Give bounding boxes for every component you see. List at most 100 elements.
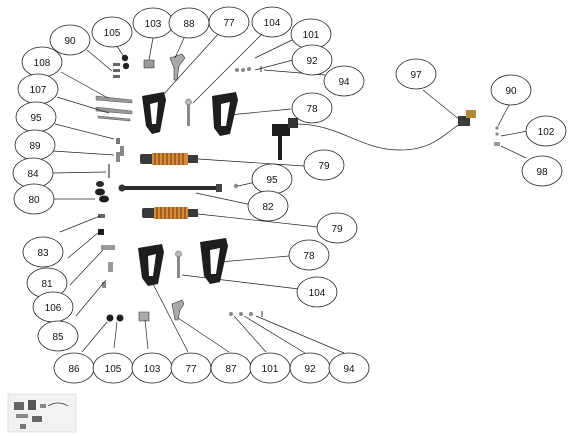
- part-105-bushing-top: [121, 54, 129, 62]
- callout-89: 89: [14, 129, 56, 161]
- part-95-89-84-small-parts: [108, 138, 124, 178]
- callouts: 90 105 103 88 77 104 101 92 94 108 107 9…: [12, 6, 567, 384]
- svg-text:79: 79: [331, 224, 343, 235]
- callout-97: 97: [395, 58, 437, 90]
- callout-87: 87: [210, 352, 252, 384]
- callout-79-mid: 79: [316, 212, 358, 244]
- callout-108: 108: [21, 46, 63, 78]
- part-bottom-hardware: [106, 299, 263, 322]
- callout-77-top: 77: [208, 6, 250, 38]
- callout-82: 82: [247, 190, 289, 222]
- part-104-bolt-bottom: [177, 254, 180, 278]
- callout-85: 85: [37, 320, 79, 352]
- svg-text:92: 92: [306, 56, 318, 67]
- svg-text:97: 97: [410, 70, 422, 81]
- svg-text:103: 103: [145, 19, 162, 30]
- callout-101-top: 101: [290, 18, 332, 50]
- callout-105-top: 105: [91, 16, 133, 48]
- part-83-81-106-small-parts: [98, 214, 115, 288]
- svg-text:79: 79: [318, 161, 330, 172]
- svg-text:90: 90: [64, 36, 76, 47]
- callout-90-top: 90: [49, 24, 91, 56]
- part-78-swing-arm-bottom: [200, 238, 228, 284]
- svg-text:106: 106: [45, 303, 62, 314]
- svg-text:102: 102: [538, 127, 555, 138]
- callout-78-mid: 78: [288, 239, 330, 271]
- svg-text:104: 104: [309, 288, 326, 299]
- svg-text:101: 101: [262, 364, 279, 375]
- callout-80: 80: [13, 183, 55, 215]
- callout-92-top: 92: [291, 44, 333, 76]
- svg-text:104: 104: [264, 18, 281, 29]
- part-88-brake-lever-bracket: [169, 53, 186, 81]
- callout-95-left: 95: [15, 101, 57, 133]
- svg-text:95: 95: [266, 175, 278, 186]
- svg-text:85: 85: [52, 332, 64, 343]
- part-90-102-98-hardware-right: [494, 126, 500, 146]
- callout-104-top: 104: [251, 6, 293, 38]
- svg-text:87: 87: [225, 364, 237, 375]
- part-79-shock-absorber-bottom: [142, 207, 198, 219]
- svg-text:88: 88: [183, 19, 195, 30]
- svg-text:83: 83: [37, 248, 49, 259]
- part-108-long-bolts: [95, 95, 133, 122]
- part-80-nuts: [95, 181, 109, 203]
- part-78-swing-arm-top: [212, 92, 238, 136]
- svg-text:92: 92: [304, 364, 316, 375]
- svg-text:94: 94: [338, 77, 350, 88]
- callout-94-top: 94: [323, 65, 365, 97]
- svg-text:80: 80: [28, 195, 40, 206]
- callout-92-bottom: 92: [289, 352, 331, 384]
- callout-103-top: 103: [132, 7, 174, 39]
- svg-text:98: 98: [536, 167, 548, 178]
- svg-text:103: 103: [144, 364, 161, 375]
- callout-104-mid: 104: [296, 276, 338, 308]
- svg-text:82: 82: [262, 202, 274, 213]
- svg-text:89: 89: [29, 141, 41, 152]
- part-77-swing-arm-bottom: [138, 244, 164, 286]
- leader-lines: [51, 31, 529, 354]
- svg-text:101: 101: [303, 30, 320, 41]
- callout-77-bottom: 77: [170, 352, 212, 384]
- part-95-washer-mid: [233, 183, 239, 189]
- callout-86: 86: [53, 352, 95, 384]
- svg-text:95: 95: [30, 113, 42, 124]
- part-82-long-axle: [118, 184, 222, 192]
- svg-text:86: 86: [68, 364, 80, 375]
- svg-text:105: 105: [105, 364, 122, 375]
- callout-101-bottom: 101: [249, 352, 291, 384]
- callout-106: 106: [32, 291, 74, 323]
- part-101-92-94-hardware-top: [235, 66, 262, 72]
- callout-84: 84: [12, 157, 54, 189]
- callout-78-top: 78: [291, 92, 333, 124]
- part-104-bolt-top: [187, 102, 190, 126]
- svg-text:78: 78: [306, 104, 318, 115]
- callout-98: 98: [521, 155, 563, 187]
- part-brake-caliper-and-cable: [272, 110, 476, 160]
- svg-text:77: 77: [185, 364, 197, 375]
- svg-text:77: 77: [223, 18, 235, 29]
- callout-103-bottom: 103: [131, 352, 173, 384]
- svg-text:94: 94: [343, 364, 355, 375]
- callout-102: 102: [525, 115, 567, 147]
- svg-text:78: 78: [303, 251, 315, 262]
- part-103-bracket-top: [143, 59, 155, 69]
- callout-88: 88: [168, 7, 210, 39]
- svg-text:108: 108: [34, 58, 51, 69]
- callout-81: 81: [26, 267, 68, 299]
- svg-text:81: 81: [41, 279, 53, 290]
- callout-95-mid: 95: [251, 163, 293, 195]
- part-77-swing-arm-top: [142, 92, 166, 134]
- callout-90-right: 90: [490, 74, 532, 106]
- callout-79-top: 79: [303, 149, 345, 181]
- part-79-shock-absorber-top: [140, 153, 198, 165]
- parts: [7, 53, 500, 433]
- callout-94-bottom: 94: [328, 352, 370, 384]
- svg-text:90: 90: [505, 86, 517, 97]
- callout-107: 107: [17, 73, 59, 105]
- thumbnail-preview: [7, 393, 77, 433]
- part-105-bushing-top-2: [122, 62, 130, 70]
- callout-105-bottom: 105: [92, 352, 134, 384]
- svg-text:105: 105: [104, 28, 121, 39]
